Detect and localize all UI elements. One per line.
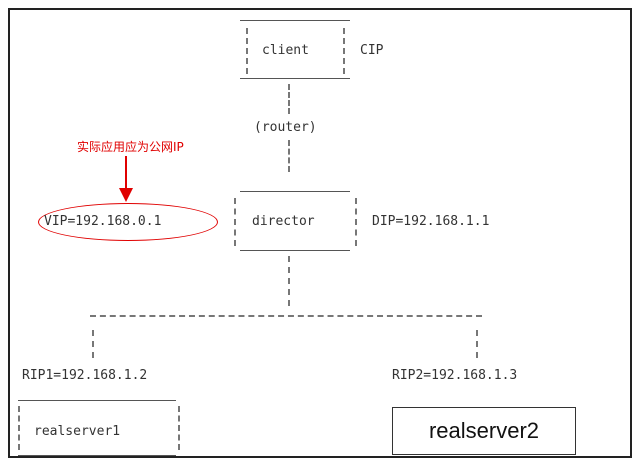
client-ip-label: CIP — [360, 43, 384, 58]
client-label: client — [262, 43, 309, 58]
client-box-left — [246, 28, 248, 74]
client-box-right — [343, 28, 345, 74]
client-box-bottom — [240, 78, 350, 79]
client-router-connector — [288, 84, 290, 114]
realserver2-drop — [476, 330, 478, 358]
director-box-right — [355, 198, 357, 246]
realserver1-box-top — [18, 400, 176, 401]
director-box-left — [234, 198, 236, 246]
director-dip-label: DIP=192.168.1.1 — [372, 214, 490, 229]
director-vip-label: VIP=192.168.0.1 — [44, 214, 162, 229]
client-box-top — [240, 20, 350, 21]
router-label: (router) — [254, 120, 317, 135]
vip-highlight-ellipse — [38, 203, 218, 241]
annotation-text: 实际应用应为公网IP — [77, 140, 184, 154]
realserver1-drop — [92, 330, 94, 358]
director-box-bottom — [240, 250, 350, 251]
realserver1-rip-label: RIP1=192.168.1.2 — [22, 368, 148, 383]
annotation-arrow-icon — [119, 156, 133, 202]
director-box-top — [240, 191, 350, 192]
realserver2-rip-label: RIP2=192.168.1.3 — [392, 368, 518, 383]
diagram-frame — [8, 8, 632, 458]
server-bus-line — [90, 315, 482, 317]
realserver1-box-left — [18, 406, 20, 450]
realserver2-label: realserver2 — [428, 418, 540, 443]
director-down-connector — [288, 256, 290, 306]
realserver1-box-right — [178, 406, 180, 450]
realserver1-box-bottom — [18, 455, 176, 456]
director-label: director — [252, 214, 315, 229]
router-director-connector — [288, 140, 290, 172]
realserver2-box: realserver2 — [392, 407, 576, 455]
realserver1-label: realserver1 — [34, 424, 121, 439]
